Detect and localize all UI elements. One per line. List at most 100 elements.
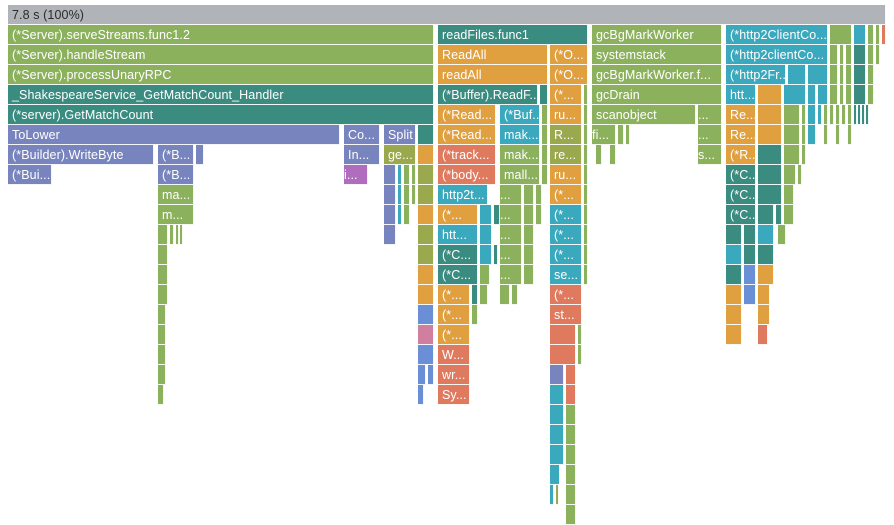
flame-frame[interactable] bbox=[550, 485, 554, 505]
flame-frame[interactable] bbox=[726, 225, 742, 245]
flame-frame[interactable] bbox=[784, 105, 800, 125]
flame-frame[interactable]: ... bbox=[500, 265, 522, 285]
flame-frame[interactable]: ... bbox=[698, 105, 722, 125]
flame-frame[interactable] bbox=[384, 225, 396, 245]
flame-frame[interactable]: (*... bbox=[438, 325, 470, 345]
flame-frame[interactable]: scanobject bbox=[592, 105, 696, 125]
flame-frame[interactable] bbox=[882, 25, 886, 45]
flame-frame[interactable] bbox=[868, 45, 874, 65]
flame-frame[interactable] bbox=[550, 405, 564, 425]
flame-frame[interactable]: Split bbox=[384, 125, 416, 145]
flame-frame[interactable] bbox=[848, 105, 852, 125]
flame-frame[interactable]: (*... bbox=[550, 85, 582, 105]
flame-frame[interactable] bbox=[726, 325, 742, 345]
flame-frame[interactable]: s... bbox=[698, 145, 722, 165]
flame-frame[interactable] bbox=[802, 145, 806, 165]
flame-frame[interactable] bbox=[550, 425, 564, 445]
flame-frame[interactable]: ge... bbox=[384, 145, 416, 165]
flame-frame[interactable] bbox=[798, 165, 802, 185]
flame-frame[interactable]: mall... bbox=[500, 165, 540, 185]
flame-frame[interactable] bbox=[830, 105, 834, 125]
flame-frame[interactable] bbox=[626, 125, 630, 145]
flame-frame[interactable]: (*C... bbox=[726, 205, 756, 225]
flame-frame[interactable] bbox=[610, 145, 616, 165]
flame-frame[interactable] bbox=[876, 25, 880, 45]
flame-frame[interactable] bbox=[550, 365, 564, 385]
flame-frame[interactable]: (*B... bbox=[158, 145, 194, 165]
flame-frame[interactable] bbox=[848, 125, 852, 145]
flame-frame[interactable]: (*track... bbox=[438, 145, 496, 165]
flame-frame[interactable] bbox=[412, 185, 416, 205]
flame-frame[interactable] bbox=[854, 85, 866, 105]
flame-frame[interactable] bbox=[480, 225, 492, 245]
flame-frame[interactable] bbox=[578, 345, 582, 365]
flame-frame[interactable] bbox=[744, 245, 756, 265]
flame-frame[interactable]: (*... bbox=[438, 285, 470, 305]
flame-frame[interactable] bbox=[778, 225, 786, 245]
flame-frame[interactable]: http2t... bbox=[438, 185, 488, 205]
flame-frame[interactable] bbox=[858, 105, 861, 125]
flame-frame[interactable] bbox=[540, 85, 548, 105]
flame-frame[interactable] bbox=[158, 345, 166, 365]
flame-frame[interactable]: htt... bbox=[438, 225, 478, 245]
flame-frame[interactable] bbox=[824, 105, 828, 125]
flame-frame[interactable]: (*C... bbox=[438, 245, 478, 265]
flame-frame[interactable]: Sy... bbox=[438, 385, 470, 405]
flame-frame[interactable] bbox=[854, 65, 866, 85]
flame-frame[interactable]: wr... bbox=[438, 365, 470, 385]
flame-frame[interactable] bbox=[758, 325, 768, 345]
flame-frame[interactable]: mak... bbox=[500, 125, 540, 145]
flame-frame[interactable] bbox=[524, 185, 534, 205]
flame-frame[interactable] bbox=[726, 305, 742, 325]
flame-frame[interactable] bbox=[802, 125, 806, 145]
flame-frame[interactable]: ... bbox=[500, 225, 522, 245]
flame-frame[interactable]: ToLower bbox=[8, 125, 340, 145]
flame-frame[interactable] bbox=[158, 265, 168, 285]
flame-frame[interactable] bbox=[566, 465, 576, 485]
flame-frame[interactable] bbox=[418, 325, 434, 345]
flame-frame[interactable] bbox=[758, 145, 782, 165]
flame-frame[interactable] bbox=[836, 105, 840, 125]
flame-frame[interactable] bbox=[784, 165, 796, 185]
flame-frame[interactable] bbox=[578, 325, 582, 345]
flame-frame[interactable]: (*C... bbox=[726, 165, 756, 185]
flame-frame[interactable]: (*C... bbox=[726, 185, 756, 205]
flame-frame[interactable] bbox=[170, 225, 174, 245]
flame-frame[interactable] bbox=[584, 185, 588, 205]
flame-frame[interactable] bbox=[158, 245, 168, 265]
flame-frame[interactable] bbox=[512, 285, 518, 305]
flame-frame[interactable] bbox=[556, 485, 559, 505]
flame-frame[interactable] bbox=[550, 445, 564, 465]
flame-frame[interactable] bbox=[808, 105, 816, 125]
flame-frame[interactable] bbox=[524, 245, 534, 265]
flame-frame[interactable] bbox=[472, 285, 478, 305]
flame-frame[interactable] bbox=[158, 305, 166, 325]
flame-frame[interactable] bbox=[854, 105, 857, 125]
flame-frame[interactable]: (*http2Fr... bbox=[726, 65, 786, 85]
flame-frame[interactable]: ma... bbox=[158, 185, 194, 205]
flame-frame[interactable]: (*... bbox=[550, 185, 582, 205]
flame-frame[interactable]: (*O... bbox=[550, 65, 588, 85]
flame-frame[interactable] bbox=[398, 165, 402, 185]
flame-frame[interactable]: (*server).GetMatchCount bbox=[8, 105, 434, 125]
flame-frame[interactable] bbox=[480, 285, 488, 305]
flame-frame[interactable] bbox=[866, 105, 869, 125]
flame-frame[interactable] bbox=[398, 205, 402, 225]
flame-frame[interactable] bbox=[784, 205, 794, 225]
flame-frame[interactable] bbox=[830, 65, 838, 85]
flame-frame[interactable] bbox=[158, 365, 166, 385]
flame-frame[interactable] bbox=[418, 165, 434, 185]
flame-frame[interactable] bbox=[830, 25, 852, 45]
flame-frame[interactable] bbox=[758, 225, 774, 245]
flame-frame[interactable] bbox=[584, 145, 588, 165]
flame-frame[interactable] bbox=[758, 305, 770, 325]
flame-frame[interactable] bbox=[868, 85, 874, 105]
flame-frame[interactable] bbox=[566, 385, 576, 405]
flame-frame[interactable] bbox=[744, 225, 756, 245]
flame-frame[interactable] bbox=[542, 125, 548, 145]
flame-frame[interactable]: (*http2ClientCo... bbox=[726, 25, 828, 45]
flame-frame[interactable]: (*... bbox=[438, 205, 478, 225]
flame-frame[interactable] bbox=[808, 125, 816, 145]
flame-frame[interactable]: (*R... bbox=[726, 145, 756, 165]
flame-frame[interactable] bbox=[758, 205, 774, 225]
